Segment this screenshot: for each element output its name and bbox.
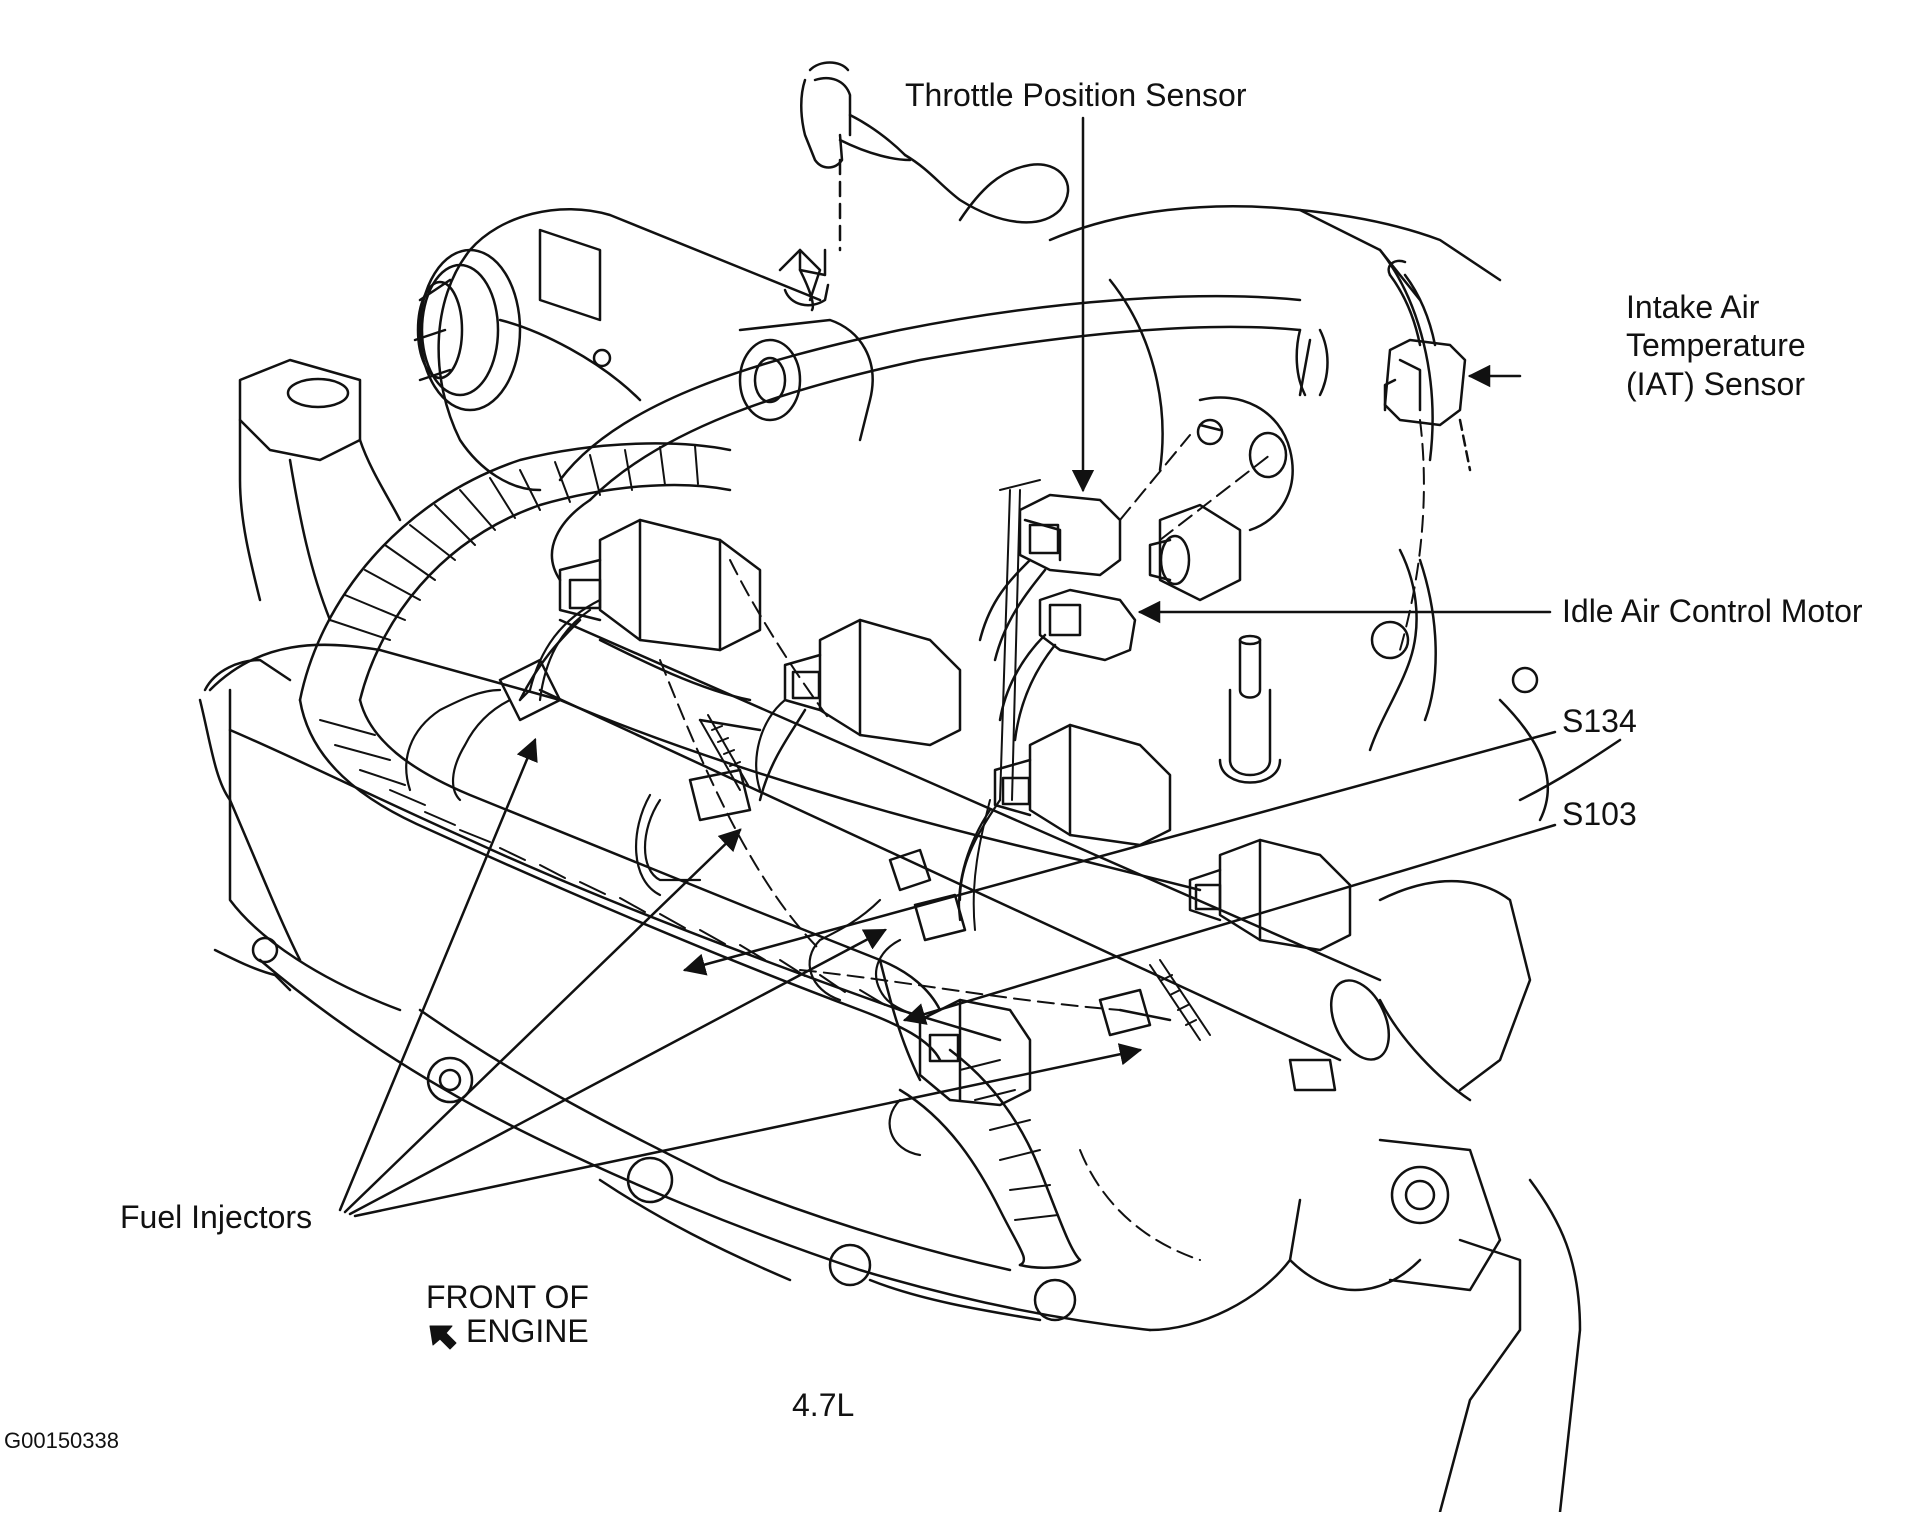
iac-connector	[998, 588, 1137, 742]
label-idle-air-control-motor: Idle Air Control Motor	[1562, 593, 1863, 629]
fuel-rail	[538, 618, 1391, 1062]
leader-injector-c	[348, 928, 887, 1216]
injector-4	[1188, 838, 1352, 952]
label-engine-size: 4.7L	[792, 1387, 855, 1423]
leader-s134	[682, 730, 1557, 976]
label-fuel-injectors: Fuel Injectors	[120, 1199, 313, 1235]
injector-1	[518, 518, 762, 702]
rail-bolts	[699, 714, 1211, 1041]
label-throttle-position-sensor: Throttle Position Sensor	[905, 77, 1247, 113]
splice-connectors	[498, 658, 1337, 1092]
assembly-dash-lines	[659, 419, 1425, 1261]
label-s103: S103	[1562, 796, 1637, 832]
injector-3	[993, 723, 1172, 847]
label-iat-line3: (IAT) Sensor	[1626, 365, 1805, 402]
alternator	[413, 208, 874, 492]
injector-5	[918, 998, 1032, 1107]
left-manifold-runners	[198, 358, 402, 992]
injector-2	[758, 618, 962, 802]
label-s134: S134	[1562, 703, 1637, 739]
iat-sensor	[1383, 259, 1472, 472]
label-iat-sensor: Intake Air Temperature (IAT) Sensor	[1626, 288, 1806, 403]
leader-injector-b	[343, 828, 742, 1214]
spark-plug-boot	[783, 61, 1070, 307]
label-front-of: FRONT OF	[426, 1279, 589, 1315]
tps-wire-leads	[972, 479, 1041, 931]
leader-s103	[902, 823, 1557, 1025]
label-iat-line2: Temperature	[1626, 327, 1806, 364]
leader-injector-d	[353, 1043, 1143, 1218]
injector-pigtails	[405, 598, 1002, 1157]
leader-injector-a	[338, 737, 538, 1212]
intake-manifold-outline	[208, 643, 1622, 1514]
map-sensor-stem	[1218, 634, 1282, 784]
throttle-body	[1048, 205, 1502, 752]
wire-harness-loom	[298, 295, 1302, 1269]
label-iat-line1: Intake Air	[1626, 289, 1760, 325]
front-arrow-icon	[429, 1325, 457, 1350]
label-figure-id: G00150338	[4, 1428, 119, 1453]
callout-leaders	[338, 116, 1557, 1218]
label-engine: ENGINE	[466, 1313, 589, 1349]
